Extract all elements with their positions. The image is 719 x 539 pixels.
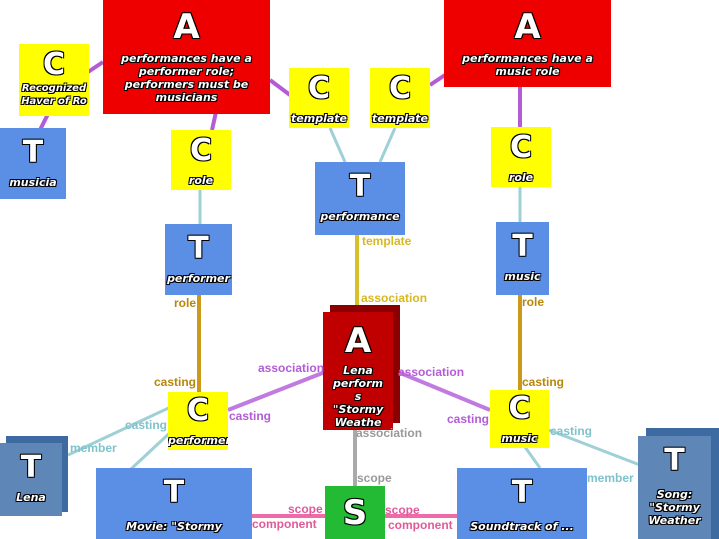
topic-label: Movie: "Stormy bbox=[126, 520, 222, 533]
topic-performer-role[interactable]: T performer bbox=[165, 224, 232, 295]
class-letter: C bbox=[307, 71, 331, 106]
topic-letter: T bbox=[20, 450, 42, 485]
line-template2-performance bbox=[378, 127, 397, 163]
class-template-1[interactable]: C template bbox=[289, 68, 349, 128]
line-assoc-recognized bbox=[86, 60, 105, 74]
edge-label-role-right: role bbox=[522, 295, 545, 309]
class-letter: C bbox=[388, 71, 412, 106]
line-assoc-template bbox=[268, 78, 292, 97]
assoc-type-performer-role[interactable]: A performances have a performer role; pe… bbox=[103, 0, 270, 114]
topic-letter: T bbox=[512, 229, 533, 264]
line-assoc-template-right bbox=[428, 73, 447, 87]
edge-label-member-left: member bbox=[70, 441, 117, 455]
class-label: Recognized bbox=[21, 83, 87, 94]
topic-letter: T bbox=[664, 443, 685, 478]
edge-label-scope-left: scope bbox=[288, 502, 323, 516]
edge-label-association-right: association bbox=[398, 365, 465, 379]
topic-label: Song: "Stormy Weather bbox=[648, 488, 701, 527]
topic-soundtrack[interactable]: T Soundtrack of ... bbox=[457, 468, 587, 539]
edge-label-association-left: association bbox=[258, 361, 325, 375]
edge-label-casting-left-teal: casting bbox=[125, 418, 168, 432]
class-label-2: Haver of Ro bbox=[21, 96, 87, 107]
class-label: role bbox=[188, 174, 214, 187]
edge-label-scope-right: scope bbox=[385, 503, 420, 517]
edge-label-casting-right-diag: casting bbox=[447, 412, 490, 426]
topic-letter: T bbox=[163, 475, 185, 510]
assoc-letter: A bbox=[344, 321, 372, 361]
topic-lena[interactable]: T Lena bbox=[0, 443, 62, 516]
assoc-label: Lena perform s "Stormy Weathe r" bbox=[332, 364, 384, 430]
topic-letter: T bbox=[511, 475, 533, 510]
edge-label-template: template bbox=[362, 234, 412, 248]
topic-label: Soundtrack of ... bbox=[470, 520, 574, 533]
class-letter: C bbox=[186, 393, 210, 428]
topic-musician[interactable]: T musicia bbox=[0, 128, 66, 199]
class-template-2[interactable]: C template bbox=[370, 68, 430, 128]
topic-letter: T bbox=[188, 231, 209, 266]
topic-movie[interactable]: T Movie: "Stormy bbox=[96, 468, 252, 539]
assoc-lena-performs[interactable]: A Lena perform s "Stormy Weathe r" bbox=[323, 312, 393, 430]
edge-label-role-left: role bbox=[174, 296, 197, 310]
line-center-music bbox=[397, 370, 491, 412]
topic-label: Lena bbox=[16, 491, 46, 504]
topic-song[interactable]: T Song: "Stormy Weather bbox=[638, 436, 711, 539]
assoc-type-music-role[interactable]: A performances have a music role bbox=[444, 0, 611, 87]
edge-label-scope-vert: scope bbox=[357, 471, 392, 485]
edge-label-member-right: member bbox=[587, 471, 634, 485]
scope-node[interactable]: S bbox=[325, 486, 385, 539]
class-recognized-haver[interactable]: C Recognized Haver of Ro bbox=[19, 44, 89, 116]
class-letter: C bbox=[42, 47, 66, 82]
edge-label-association-vert: association bbox=[361, 291, 428, 305]
edge-label-casting-right-top: casting bbox=[522, 375, 565, 389]
edge-label-component-right: component bbox=[388, 518, 453, 532]
edge-label-casting-right-teal: casting bbox=[550, 424, 593, 438]
edge-label-casting-left-top: casting bbox=[154, 375, 197, 389]
line-lena-performer bbox=[67, 403, 176, 457]
class-label: role bbox=[508, 171, 534, 184]
assoc-type-letter: A bbox=[514, 7, 541, 47]
class-role-right[interactable]: C role bbox=[491, 127, 551, 187]
topic-letter: T bbox=[22, 135, 44, 170]
line-template1-performance bbox=[328, 127, 347, 163]
edge-label-casting-left-diag: casting bbox=[229, 409, 272, 423]
topic-letter: T bbox=[349, 169, 371, 204]
edge-label-association-scope: association bbox=[356, 426, 423, 440]
topic-label: music bbox=[504, 270, 541, 283]
class-letter: C bbox=[508, 391, 531, 426]
line-center-performer bbox=[227, 370, 326, 412]
class-music[interactable]: C music bbox=[490, 390, 549, 448]
topic-performance[interactable]: T performance bbox=[315, 162, 405, 235]
assoc-type-label: performances have a music role bbox=[462, 52, 593, 78]
class-performer[interactable]: C performer bbox=[168, 392, 228, 450]
topic-label: performance bbox=[320, 210, 400, 223]
topic-music-role[interactable]: T music bbox=[496, 222, 549, 295]
class-label: performer bbox=[168, 434, 228, 447]
scope-letter: S bbox=[342, 493, 368, 533]
class-role-left[interactable]: C role bbox=[171, 130, 231, 190]
line-music-song bbox=[548, 428, 641, 467]
topic-label: musicia bbox=[9, 176, 57, 189]
assoc-type-letter: A bbox=[173, 7, 200, 47]
class-letter: C bbox=[509, 130, 533, 165]
class-label: music bbox=[501, 432, 538, 445]
line-performer-movie bbox=[128, 426, 177, 472]
topic-label: performer bbox=[167, 272, 230, 285]
assoc-type-label: performances have a performer role; perf… bbox=[121, 52, 252, 104]
class-label: template bbox=[372, 112, 428, 125]
class-letter: C bbox=[189, 133, 213, 168]
class-label: template bbox=[291, 112, 347, 125]
edge-label-component-left: component bbox=[252, 517, 317, 531]
